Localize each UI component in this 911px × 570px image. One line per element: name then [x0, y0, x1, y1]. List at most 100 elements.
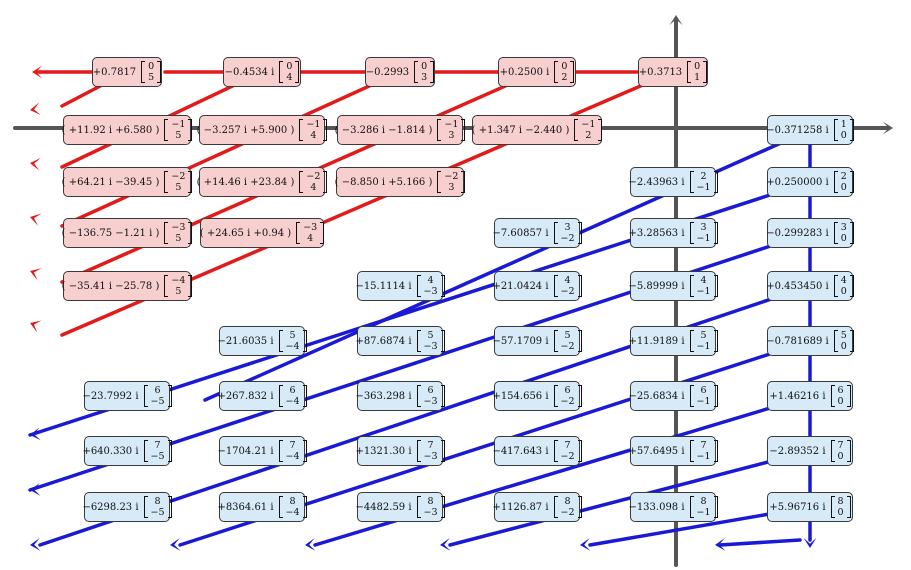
vector-top: 4 [840, 275, 847, 286]
blue-arrow-6 [440, 538, 451, 551]
left-bracket [689, 222, 694, 244]
node-coefficient: +0.250000 i [766, 176, 829, 188]
node-coefficient: ( +64.21 i −39.45 ) [61, 176, 160, 188]
right-bracket [440, 330, 445, 352]
vector-top: 4 [427, 275, 434, 286]
vector-top: 6 [564, 385, 571, 396]
node-vector: 6−2 [553, 385, 582, 407]
vector-values: 7−5 [148, 440, 168, 462]
right-bracket [577, 275, 582, 297]
left-bracket [279, 61, 284, 83]
right-bracket [713, 222, 718, 244]
vector-top: −3 [171, 222, 186, 233]
left-bracket [416, 440, 421, 462]
vector-values: 6−5 [148, 385, 168, 407]
blue-arrow-8 [715, 537, 726, 551]
vector-top: 8 [837, 496, 844, 507]
node-coefficient: ( +14.46 i +23.84 ) [196, 176, 295, 188]
node-coefficient: +5.96716 i [769, 501, 826, 513]
node-vector: 4−3 [416, 275, 445, 297]
left-bracket [416, 275, 421, 297]
node-coefficient: ( +11.92 i +6.580 ) [61, 124, 160, 136]
vector-bottom: −1 [696, 507, 711, 518]
right-bracket [577, 330, 582, 352]
left-bracket [299, 119, 304, 141]
right-bracket [849, 119, 854, 141]
left-bracket [833, 222, 838, 244]
node-coefficient: −57.1709 i [492, 335, 549, 347]
left-bracket [689, 330, 694, 352]
vector-bottom: −2 [560, 451, 575, 462]
node-vector: 3−2 [553, 222, 582, 244]
blue-diag-last [718, 538, 802, 547]
vector-values: 3−2 [558, 222, 578, 244]
node-vector: 4−1 [689, 275, 718, 297]
node-coefficient: +57.6495 i [628, 445, 685, 457]
vector-bottom: 5 [148, 72, 155, 83]
left-bracket [437, 171, 442, 193]
node-coefficient: +8364.61 i [217, 501, 274, 513]
vector-top: −2 [444, 171, 459, 182]
node-coefficient: −5.89999 i [628, 280, 685, 292]
right-bracket [440, 496, 445, 518]
left-bracket [833, 330, 838, 352]
red-diag-3 [60, 70, 402, 228]
node-coefficient: ( −35.41 i −25.78 ) [61, 280, 160, 292]
node-coefficient: +154.656 i [492, 390, 549, 402]
node-coefficient: −0.299283 i [766, 227, 829, 239]
vector-bottom: −3 [423, 286, 438, 297]
node-vector: 6−5 [143, 385, 172, 407]
vector-top: 6 [700, 385, 707, 396]
node-coefficient: +0.3713 [638, 66, 683, 78]
vector-top: 5 [564, 330, 571, 341]
vector-top: 0 [694, 61, 701, 72]
vector-values: 2−1 [694, 171, 714, 193]
vector-top: −3 [303, 222, 318, 233]
node-coefficient: ( −3.257 i +5.900 ) [196, 124, 295, 136]
right-bracket [302, 440, 307, 462]
node-vector: 2−1 [689, 171, 718, 193]
vector-bottom: 4 [286, 72, 293, 83]
vector-bottom: 0 [840, 130, 847, 141]
node-vector: 5−3 [416, 330, 445, 352]
right-bracket [302, 496, 307, 518]
right-bracket [577, 496, 582, 518]
right-bracket [577, 385, 582, 407]
left-bracket [164, 275, 169, 297]
node-coefficient: +0.7817 [92, 66, 137, 78]
node-vector: 5−2 [553, 330, 582, 352]
right-bracket [713, 330, 718, 352]
blue-arrow-5 [305, 538, 316, 551]
vector-values: 8−1 [694, 496, 714, 518]
node-coefficient: −21.6035 i [217, 335, 274, 347]
node-coefficient: ( −136.75 −1.21 i ) [61, 227, 160, 239]
node-coefficient: ( +1.347 i −2.440 ) [471, 124, 570, 136]
vector-bottom: −1 [696, 233, 711, 244]
left-bracket [414, 61, 419, 83]
node-coefficient: ( +24.65 i +0.94 ) [199, 227, 292, 239]
vector-top: −1 [306, 119, 321, 130]
